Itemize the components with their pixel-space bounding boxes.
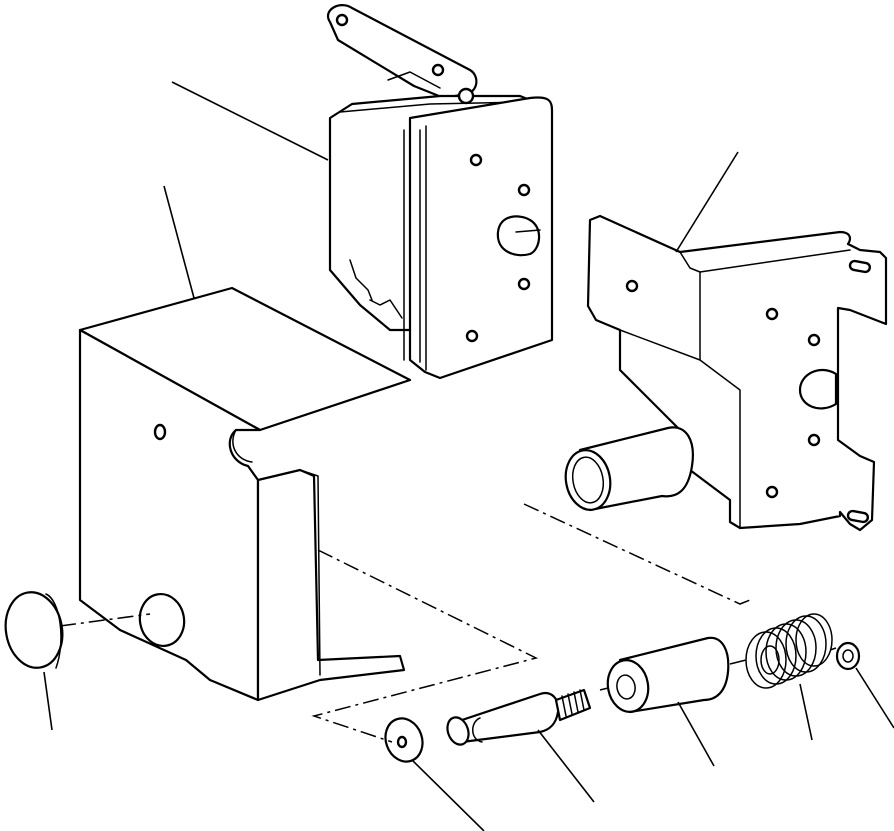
plunger-rod bbox=[446, 688, 592, 746]
rubber-cap bbox=[4, 591, 64, 669]
assembly-lines bbox=[59, 503, 837, 743]
sleeve bbox=[606, 636, 730, 714]
mounting-bracket bbox=[564, 214, 888, 532]
leader-lines bbox=[43, 81, 894, 831]
solenoid bbox=[327, 4, 554, 380]
snap-ring bbox=[835, 641, 861, 671]
washer bbox=[384, 717, 424, 763]
coil-spring bbox=[745, 613, 833, 689]
cover-housing bbox=[78, 286, 412, 702]
